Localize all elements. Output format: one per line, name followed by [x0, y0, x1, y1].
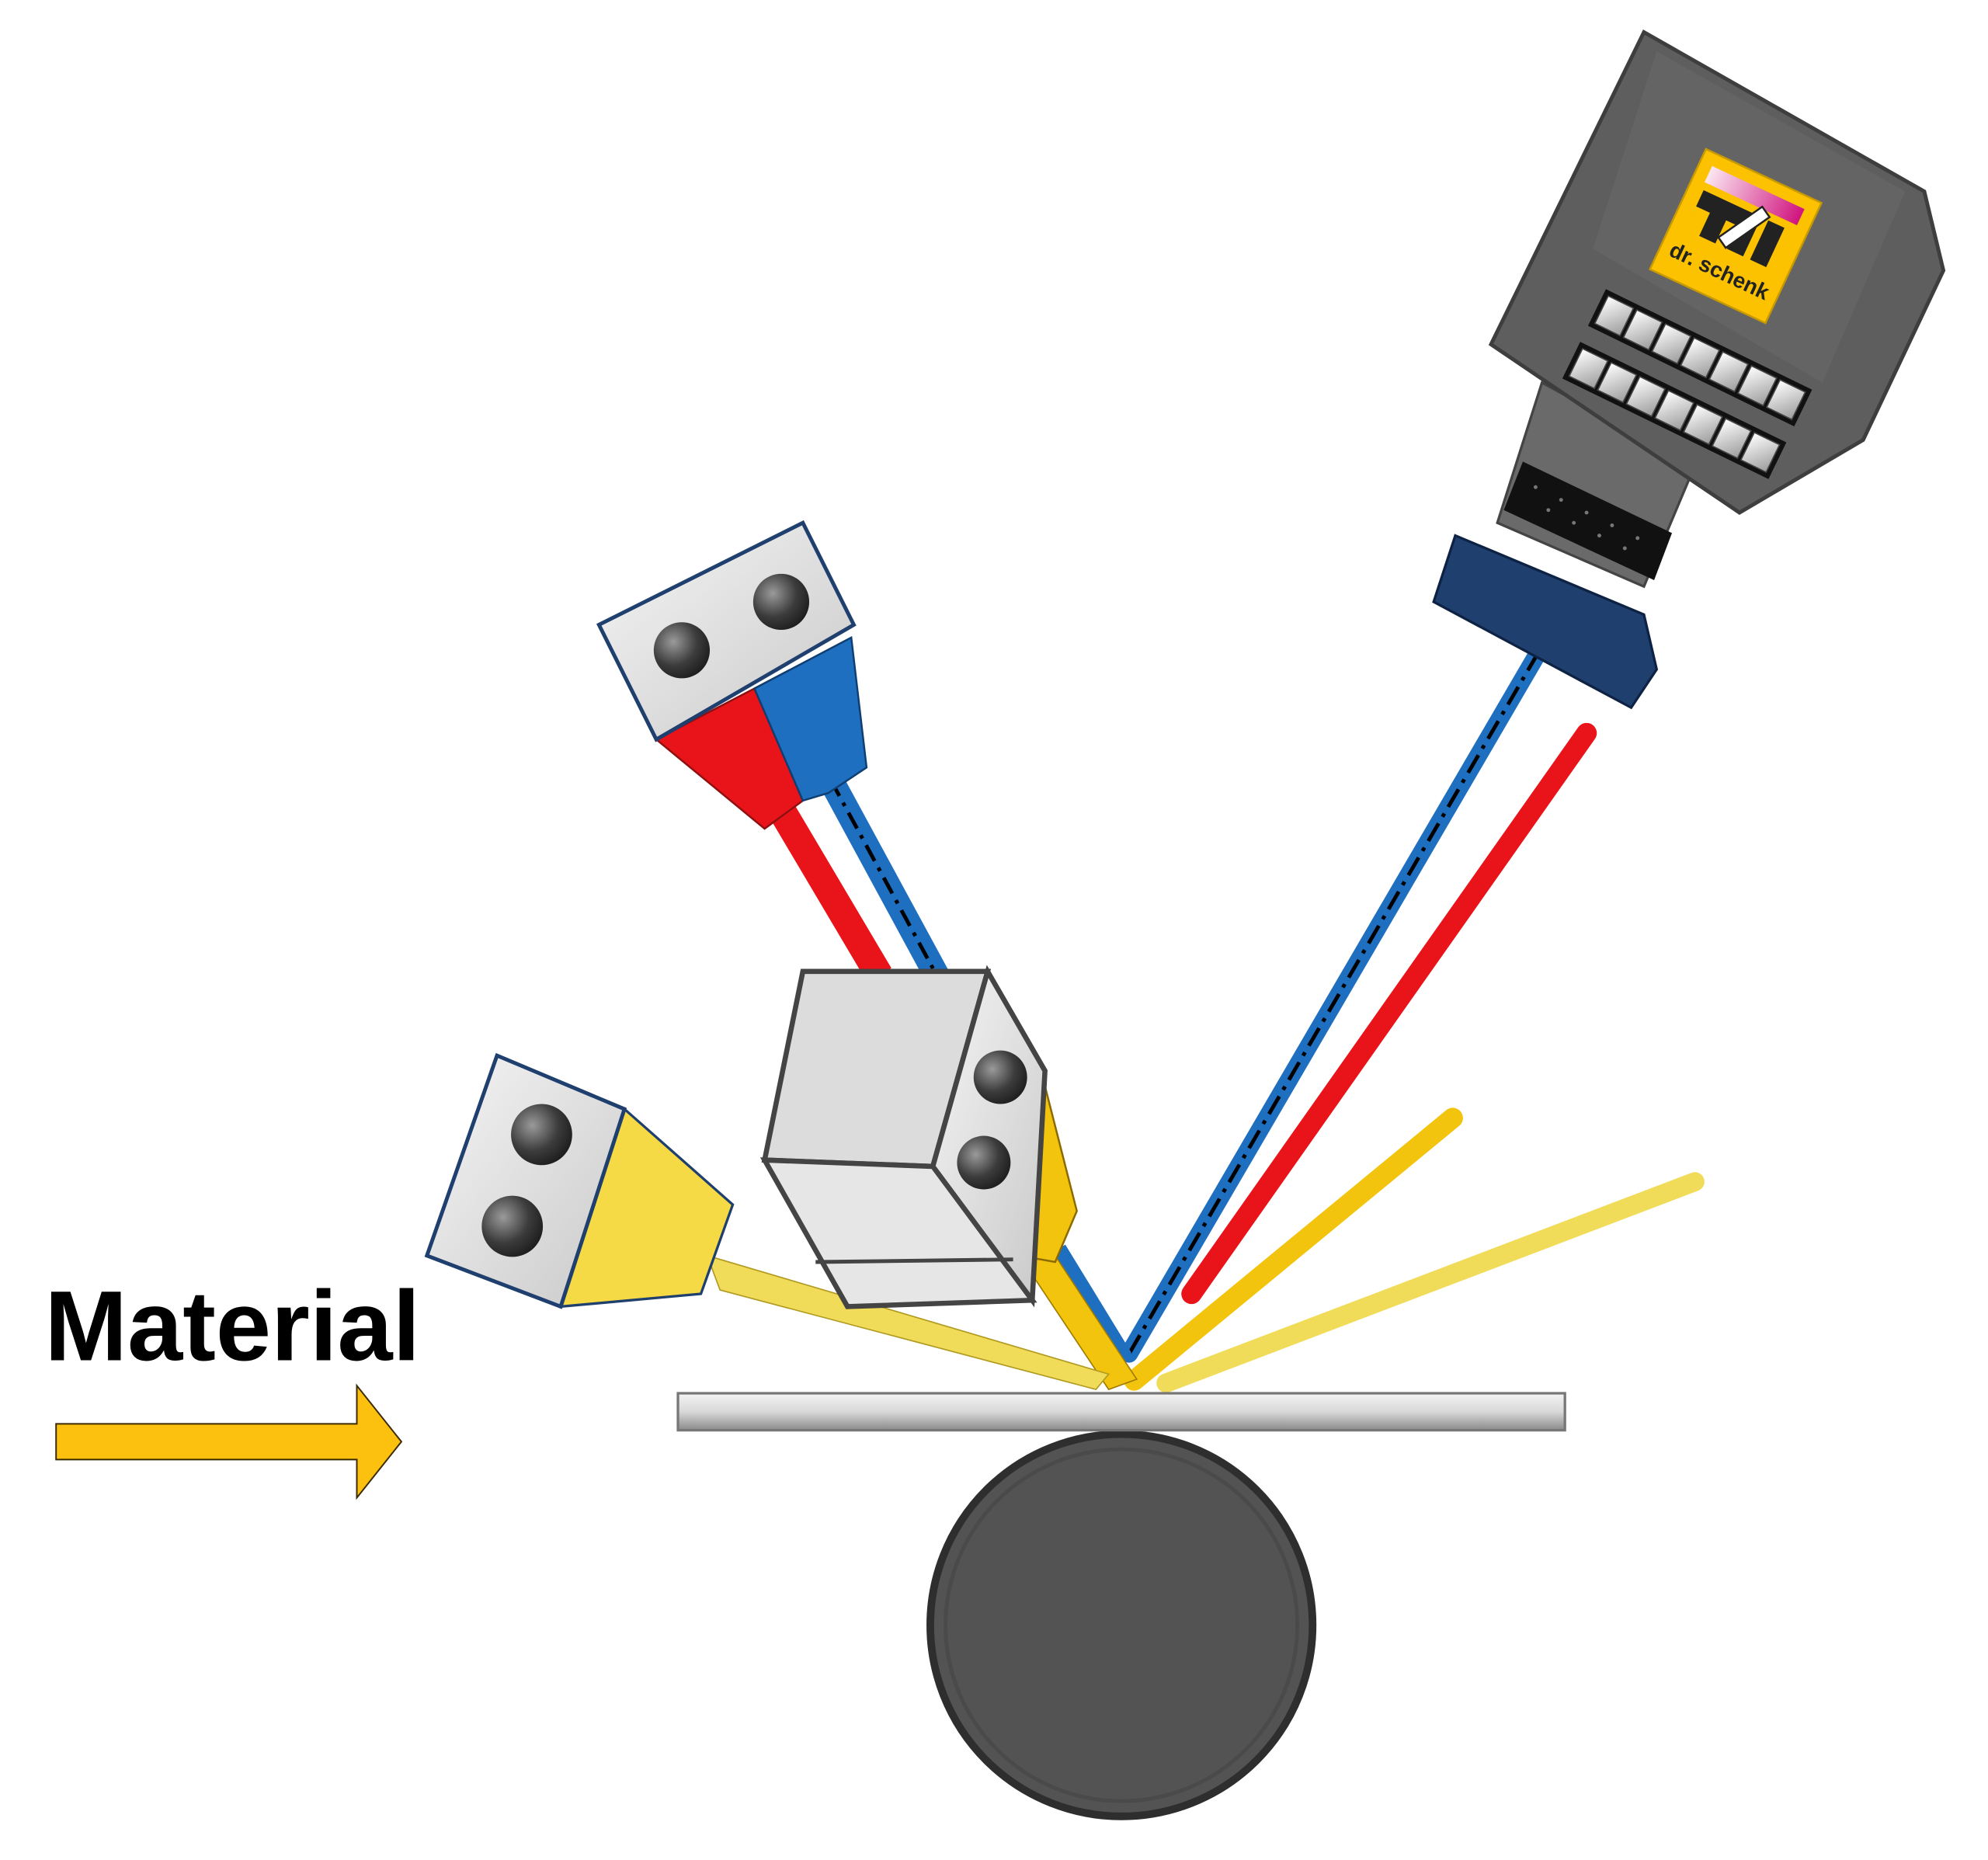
yellow-beam-lower-right [1156, 1172, 1705, 1393]
top-sensor [596, 520, 868, 830]
sensor-lens-icon [973, 1050, 1027, 1104]
left-sensor [424, 1052, 735, 1309]
sensor-lens-icon [511, 1104, 572, 1166]
sensor-lens-icon [653, 622, 711, 679]
top-sensor-beam-red [765, 796, 891, 982]
camera-mount [1432, 534, 1659, 710]
camera-focus-ring [1503, 461, 1673, 581]
yellow-beam-upper-right [1124, 1107, 1463, 1391]
top-sensor-beam-axis [829, 779, 939, 976]
camera-beam-red [1181, 722, 1597, 1305]
camera: dr. schenk [1432, 29, 1946, 710]
camera-beam-axis [1127, 652, 1540, 1355]
sensor-lens-icon [752, 573, 810, 631]
left-sensor-beam-yellow [706, 1254, 1110, 1391]
roller-rim [944, 1447, 1300, 1803]
material-sheet [676, 1392, 1566, 1432]
sensor-lens-icon [957, 1135, 1011, 1190]
material-direction-arrow-icon [55, 1383, 403, 1500]
dr-schenk-logo: dr. schenk [1649, 148, 1823, 325]
cube-sensor-beam-blue [1050, 1244, 1132, 1363]
material-label: Material [44, 1271, 420, 1382]
roller [926, 1430, 1317, 1820]
sensor-lens-icon [481, 1195, 544, 1257]
camera-keypad [1562, 289, 1812, 479]
cube-sensor [759, 965, 1078, 1309]
